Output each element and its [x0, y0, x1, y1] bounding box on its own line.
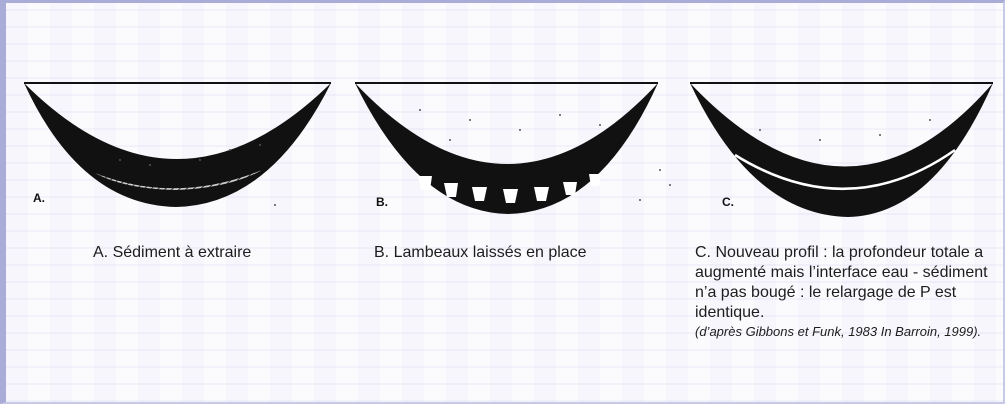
caption-c-block: C. Nouveau profil : la profondeur totale… [695, 243, 1005, 341]
panel-b-letter: B. [376, 195, 388, 209]
source-credit: (d’après Gibbons et Funk, 1983 In Barroi… [695, 323, 1005, 341]
panel-b-basin: B. [355, 83, 671, 214]
caption-b: B. Lambeaux laissés en place [374, 243, 587, 263]
caption-c: C. Nouveau profil : la profondeur totale… [695, 243, 1005, 323]
panel-c-bed [690, 83, 993, 217]
panel-c-letter: C. [722, 195, 734, 209]
panel-a-basin: A. [24, 83, 331, 207]
panel-c-specks [759, 119, 931, 141]
panel-a-letter: A. [33, 191, 45, 205]
caption-a: A. Sédiment à extraire [93, 243, 251, 263]
panel-c-basin: C. [690, 83, 993, 217]
